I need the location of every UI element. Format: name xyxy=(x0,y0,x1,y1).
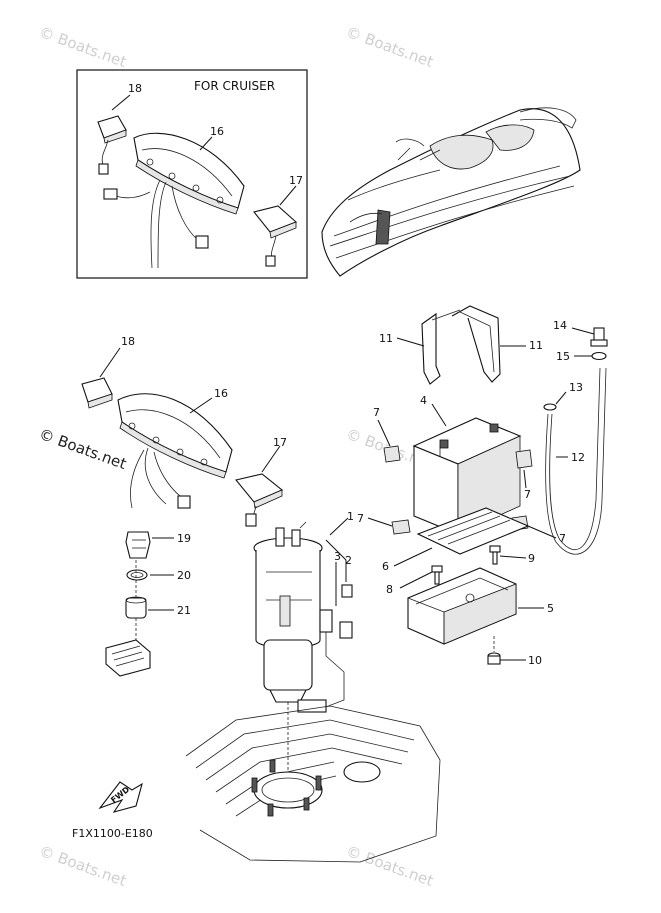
callout-17: 17 xyxy=(273,436,287,449)
watercraft-illustration xyxy=(321,107,581,277)
callout-13: 13 xyxy=(569,381,583,394)
part-5-battery-case: 5 xyxy=(407,567,554,645)
part-7-pads: 7 7 7 7 xyxy=(357,406,566,545)
part-9-bolt: 9 xyxy=(489,545,535,565)
hull-deck-outline xyxy=(185,705,441,863)
callout-6: 6 xyxy=(382,560,389,573)
part-1-fuel-pump: 1 xyxy=(253,510,354,772)
callout-21: 21 xyxy=(177,604,191,617)
part-14-fitting: 14 xyxy=(553,319,608,347)
watermark: © Boats.net xyxy=(344,842,436,890)
watermark: © Boats.net xyxy=(37,425,129,473)
part-17-switch: 17 xyxy=(235,436,287,527)
callout-14: 14 xyxy=(553,319,567,332)
part-10-collar: 10 xyxy=(487,636,542,667)
diagram-code: F1X1100-E180 xyxy=(72,827,153,840)
watermark: © Boats.net xyxy=(37,23,129,71)
part-8-bolt: 8 xyxy=(386,565,443,596)
part-2-sender: 2 xyxy=(297,539,353,713)
callout-8: 8 xyxy=(386,583,393,596)
part-21-grommet: 21 xyxy=(105,560,191,677)
inset-part-16: 16 xyxy=(103,125,245,269)
part-11-battery-bands: 11 11 xyxy=(379,305,543,385)
callout-20: 20 xyxy=(177,569,191,582)
part-19-boot: 19 xyxy=(125,531,191,559)
part-13-clip: 13 xyxy=(543,381,583,411)
callout-11: 11 xyxy=(529,339,543,352)
part-18-switch: 18 xyxy=(81,335,135,409)
inset-part-18: 18 xyxy=(97,82,142,175)
callout-18: 18 xyxy=(128,82,142,95)
callout-17: 17 xyxy=(289,174,303,187)
callout-11: 11 xyxy=(379,332,393,345)
callout-7: 7 xyxy=(373,406,380,419)
inset-for-cruiser: FOR CRUISER 18 16 xyxy=(76,69,308,279)
callout-7: 7 xyxy=(559,532,566,545)
part-12-hose: 12 xyxy=(545,367,607,555)
fwd-arrow: FWD xyxy=(98,781,143,813)
callout-16: 16 xyxy=(210,125,224,138)
callout-9: 9 xyxy=(528,552,535,565)
callout-15: 15 xyxy=(556,350,570,363)
callout-4: 4 xyxy=(420,394,427,407)
callout-5: 5 xyxy=(547,602,554,615)
watermark: © Boats.net xyxy=(37,842,129,890)
callout-19: 19 xyxy=(177,532,191,545)
part-15-clamp: 15 xyxy=(556,350,607,363)
callout-7: 7 xyxy=(524,488,531,501)
part-20-clamp: 20 xyxy=(126,569,191,582)
inset-part-17: 17 xyxy=(253,174,303,267)
callout-3: 3 xyxy=(334,550,341,563)
part-6-mat: 6 xyxy=(382,507,530,573)
callout-16: 16 xyxy=(214,387,228,400)
callout-18: 18 xyxy=(121,335,135,348)
part-4-battery: 4 xyxy=(412,394,522,535)
callout-2: 2 xyxy=(345,554,352,567)
callout-12: 12 xyxy=(571,451,585,464)
callout-10: 10 xyxy=(528,654,542,667)
callout-7: 7 xyxy=(357,512,364,525)
watermark: © Boats.net xyxy=(344,23,436,71)
callout-1: 1 xyxy=(347,510,354,523)
part-3-callout: 3 xyxy=(334,550,341,606)
inset-title: FOR CRUISER xyxy=(194,79,275,93)
part-16-meter: 16 xyxy=(117,387,233,509)
